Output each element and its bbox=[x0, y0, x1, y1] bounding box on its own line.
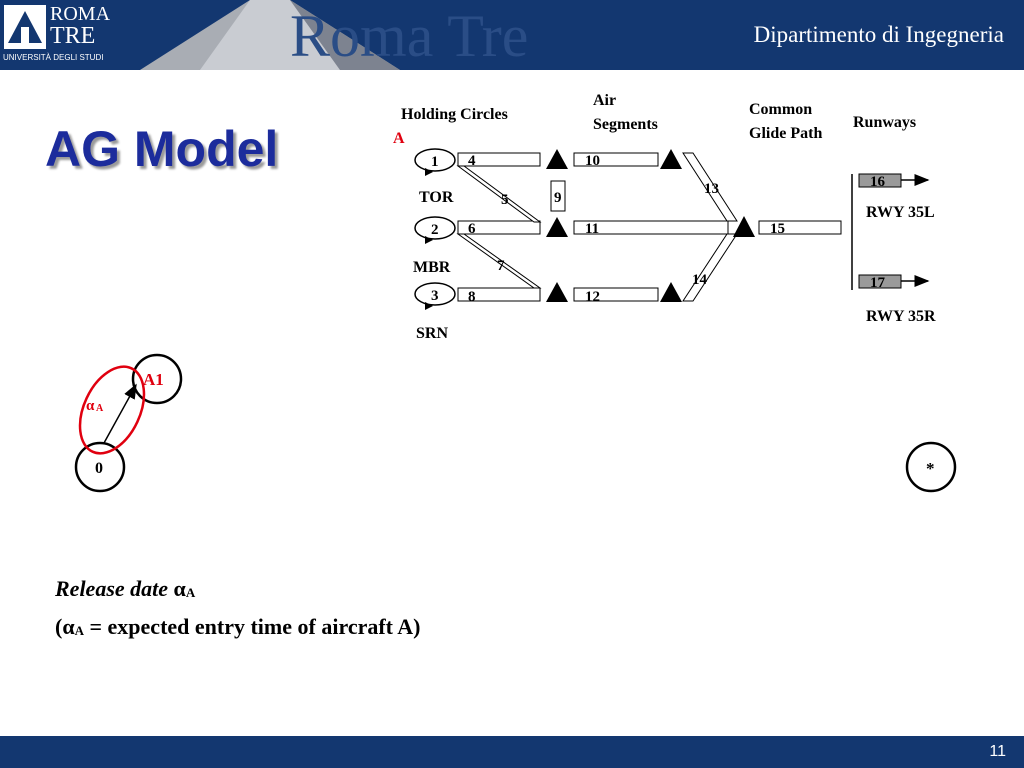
logo-university: UNIVERSITÀ DEGLI STUDI bbox=[3, 53, 104, 62]
svg-text:3: 3 bbox=[431, 288, 439, 304]
common-label: Common bbox=[749, 101, 812, 118]
graph-node-start: 0 bbox=[74, 441, 126, 493]
svg-text:6: 6 bbox=[468, 221, 476, 237]
university-logo: ROMA TRE UNIVERSITÀ DEGLI STUDI bbox=[0, 0, 120, 66]
caption-line-1: Release date αA bbox=[55, 572, 421, 610]
entry-srn: SRN bbox=[416, 325, 448, 342]
svg-text:*: * bbox=[926, 459, 935, 478]
holding-node-3: 3 bbox=[414, 282, 456, 310]
svg-text:12: 12 bbox=[585, 289, 600, 305]
segment-12: 12 bbox=[573, 287, 659, 305]
svg-text:A1: A1 bbox=[143, 370, 164, 389]
entry-tor: TOR bbox=[419, 189, 454, 206]
header-bar: ROMA TRE UNIVERSITÀ DEGLI STUDI Roma Tre… bbox=[0, 0, 1024, 70]
logo-emblem bbox=[4, 5, 46, 49]
glide-path-label: Glide Path bbox=[749, 125, 822, 142]
header-watermark: Roma Tre bbox=[290, 3, 529, 69]
caption-alpha-2: α bbox=[62, 614, 75, 639]
arc-highlight bbox=[78, 365, 146, 455]
ag-model-diagram: Holding Circles Air Segments Common Glid… bbox=[74, 92, 957, 493]
holding-node-2: 2 bbox=[414, 216, 456, 244]
segment-4: 4 bbox=[457, 152, 541, 169]
runway-16: 16 bbox=[858, 173, 930, 190]
segment-5: 5 bbox=[456, 165, 542, 223]
merge-point-6 bbox=[733, 216, 755, 237]
svg-text:8: 8 bbox=[468, 289, 476, 305]
merge-point-3 bbox=[546, 282, 568, 302]
segment-13: 13 bbox=[682, 152, 738, 222]
svg-text:14: 14 bbox=[692, 272, 708, 288]
page-number: 11 bbox=[989, 743, 1006, 760]
merge-point-2 bbox=[546, 217, 568, 237]
aircraft-label: A bbox=[393, 130, 405, 147]
release-date-text: Release date bbox=[55, 576, 174, 601]
entry-mbr: MBR bbox=[413, 259, 451, 276]
segment-9: 9 bbox=[550, 180, 566, 212]
svg-text:7: 7 bbox=[497, 258, 505, 274]
holding-circles-label: Holding Circles bbox=[401, 106, 508, 123]
caption-alpha-sub-2: A bbox=[74, 623, 84, 638]
arc-label-alpha: α bbox=[86, 398, 95, 414]
air-label: Air bbox=[593, 92, 616, 109]
runway-35r-label: RWY 35R bbox=[866, 308, 936, 325]
segment-7: 7 bbox=[456, 233, 542, 289]
segment-6: 6 bbox=[457, 220, 541, 237]
caption-alpha: α bbox=[173, 576, 186, 601]
svg-text:15: 15 bbox=[770, 221, 785, 237]
graph-node-end: * bbox=[905, 441, 957, 493]
segment-8: 8 bbox=[457, 287, 541, 305]
merge-point-5 bbox=[660, 282, 682, 302]
segments-label: Segments bbox=[593, 116, 658, 133]
merge-point-1 bbox=[546, 149, 568, 169]
segment-11: 11 bbox=[573, 220, 729, 237]
pyramid-image bbox=[140, 0, 400, 70]
logo-roma: ROMA bbox=[50, 3, 111, 25]
svg-text:17: 17 bbox=[870, 275, 886, 291]
runway-17: 17 bbox=[858, 274, 930, 291]
segment-14: 14 bbox=[682, 233, 738, 302]
svg-text:0: 0 bbox=[95, 460, 103, 477]
caption-open-paren: ( bbox=[55, 614, 63, 639]
svg-text:13: 13 bbox=[704, 181, 719, 197]
holding-node-1: 1 bbox=[414, 148, 456, 176]
svg-text:2: 2 bbox=[431, 222, 439, 238]
runways-label: Runways bbox=[853, 114, 916, 131]
svg-text:5: 5 bbox=[501, 192, 509, 208]
svg-text:4: 4 bbox=[468, 153, 476, 169]
svg-text:11: 11 bbox=[585, 221, 599, 237]
caption: Release date αA (αA = expected entry tim… bbox=[55, 572, 421, 648]
caption-line-2: (αA = expected entry time of aircraft A) bbox=[55, 610, 421, 648]
segment-10: 10 bbox=[573, 152, 659, 169]
merge-point-4 bbox=[660, 149, 682, 169]
arc-label-sub: A bbox=[96, 403, 104, 414]
caption-alpha-sub: A bbox=[185, 585, 196, 600]
segment-15: 15 bbox=[758, 220, 842, 237]
svg-text:1: 1 bbox=[431, 154, 439, 170]
runway-35l-label: RWY 35L bbox=[866, 204, 935, 221]
svg-text:9: 9 bbox=[554, 190, 562, 206]
logo-tre: TRE bbox=[50, 23, 96, 49]
svg-text:16: 16 bbox=[870, 174, 886, 190]
caption-definition: = expected entry time of aircraft A) bbox=[84, 614, 421, 639]
footer-bar: 11 bbox=[0, 736, 1024, 768]
graph-arc-0-a1 bbox=[103, 383, 137, 444]
department-name: Dipartimento di Ingegneria bbox=[753, 22, 1004, 47]
slide-title: AG Model bbox=[45, 121, 279, 177]
svg-text:10: 10 bbox=[585, 153, 600, 169]
